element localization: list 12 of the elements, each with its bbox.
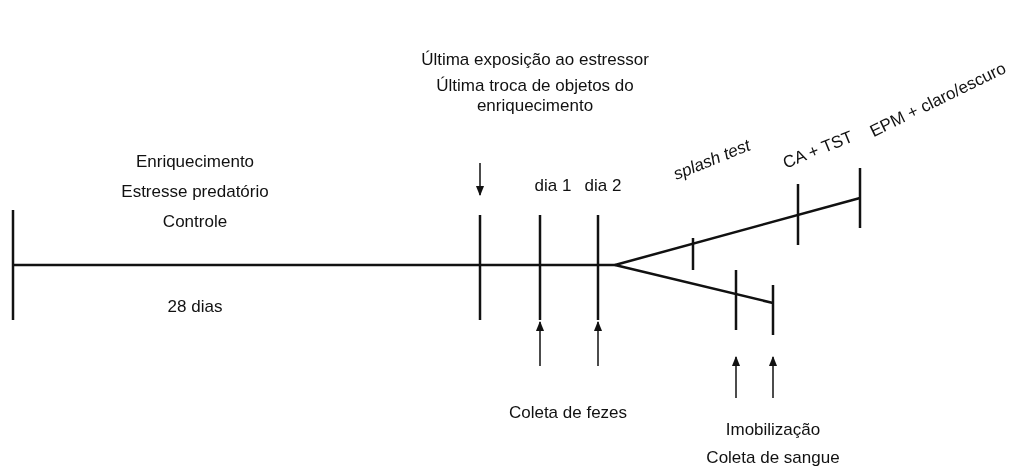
timeline-label: Coleta de sangue [706, 448, 840, 468]
timeline-label: Controle [162, 212, 228, 232]
timeline-label: Coleta de fezes [508, 403, 628, 423]
timeline-label: Última troca de objetos do enriquecimento [435, 76, 635, 116]
timeline-label: dia 2 [584, 176, 622, 196]
timeline-label: Última exposição ao estressor [421, 50, 649, 70]
timeline-label: Imobilização [725, 420, 821, 440]
timeline-label: Estresse predatório [121, 182, 269, 202]
timeline-label: 28 dias [167, 297, 223, 317]
timeline-label: Enriquecimento [135, 152, 255, 172]
timeline-label: dia 1 [534, 176, 572, 196]
timeline-label: CA + TST [780, 127, 856, 173]
